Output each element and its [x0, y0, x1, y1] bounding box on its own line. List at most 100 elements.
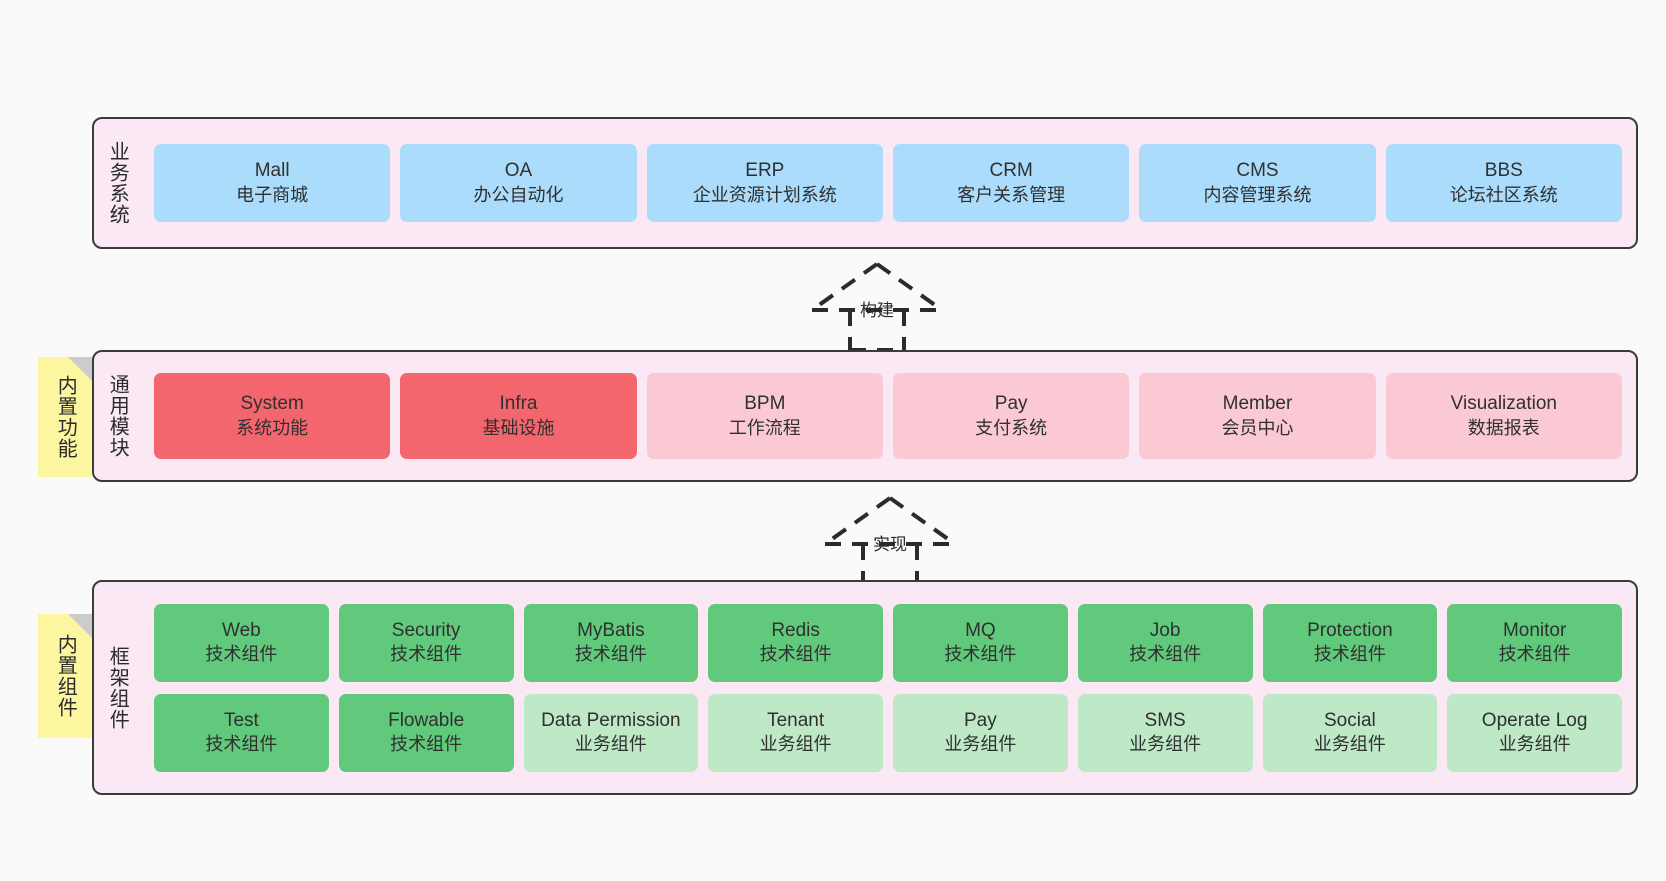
card-operate-log-title: Operate Log — [1481, 709, 1588, 731]
card-visualization-title: Visualization — [1450, 393, 1557, 415]
card-operate-log-desc: 业务组件 — [1498, 734, 1571, 755]
card-security[interactable]: Security 技术组件 — [338, 603, 514, 682]
card-web-desc: 技术组件 — [205, 644, 278, 665]
card-monitor[interactable]: Monitor 技术组件 — [1447, 603, 1622, 682]
card-pay-component-desc: 业务组件 — [944, 734, 1017, 755]
card-flowable[interactable]: Flowable 技术组件 — [338, 693, 514, 772]
connector-implement-label: 实现 — [873, 535, 907, 554]
card-cms-title: CMS — [1236, 160, 1279, 182]
card-bbs[interactable]: BBS 论坛社区系统 — [1385, 144, 1622, 222]
sticky-note-builtin-component-label: 内置组件 — [54, 634, 77, 718]
card-infra-title: Infra — [499, 393, 538, 415]
card-erp-desc: 企业资源计划系统 — [692, 184, 837, 205]
card-job-title: Job — [1149, 619, 1181, 641]
card-security-desc: 技术组件 — [390, 644, 463, 665]
card-web[interactable]: Web 技术组件 — [154, 603, 329, 682]
card-monitor-desc: 技术组件 — [1498, 644, 1571, 665]
card-bpm[interactable]: BPM 工作流程 — [646, 373, 883, 459]
card-protection[interactable]: Protection 技术组件 — [1262, 603, 1438, 682]
card-bbs-title: BBS — [1484, 160, 1523, 182]
card-crm-title: CRM — [989, 160, 1033, 182]
framework-component-row-business: Test 技术组件 Flowable 技术组件 Data Permission … — [154, 693, 1622, 772]
card-cms-desc: 内容管理系统 — [1203, 184, 1312, 205]
connector-build: 构建 — [782, 258, 972, 353]
card-visualization[interactable]: Visualization 数据报表 — [1385, 373, 1622, 459]
card-erp-title: ERP — [745, 160, 785, 182]
card-data-permission[interactable]: Data Permission 业务组件 — [523, 693, 699, 772]
card-job-desc: 技术组件 — [1129, 644, 1202, 665]
card-operate-log[interactable]: Operate Log 业务组件 — [1447, 693, 1622, 772]
card-crm-desc: 客户关系管理 — [957, 184, 1066, 205]
card-mall-title: Mall — [254, 160, 290, 182]
card-mybatis[interactable]: MyBatis 技术组件 — [523, 603, 699, 682]
card-tenant-title: Tenant — [767, 709, 825, 731]
card-mq-desc: 技术组件 — [944, 644, 1017, 665]
sticky-note-builtin-function: 内置功能 — [38, 357, 92, 477]
framework-component-row-technical: Web 技术组件 Security 技术组件 MyBatis 技术组件 Redi… — [154, 603, 1622, 682]
card-bpm-desc: 工作流程 — [728, 417, 801, 438]
card-mq[interactable]: MQ 技术组件 — [893, 603, 1068, 682]
card-redis[interactable]: Redis 技术组件 — [708, 603, 883, 682]
business-system-card-list: Mall 电子商城 OA 办公自动化 ERP 企业资源计划系统 CRM 客户关系… — [140, 119, 1636, 247]
card-pay-component[interactable]: Pay 业务组件 — [893, 693, 1068, 772]
connector-build-label: 构建 — [860, 301, 894, 320]
card-pay-module-desc: 支付系统 — [975, 417, 1048, 438]
card-member-title: Member — [1222, 393, 1293, 415]
card-mybatis-title: MyBatis — [577, 619, 645, 641]
card-oa[interactable]: OA 办公自动化 — [400, 144, 637, 222]
card-social-title: Social — [1324, 709, 1376, 731]
card-mybatis-desc: 技术组件 — [574, 644, 647, 665]
card-flowable-title: Flowable — [388, 709, 465, 731]
card-mall[interactable]: Mall 电子商城 — [154, 144, 391, 222]
layer-framework-component-label: 框架组件 — [106, 645, 129, 730]
card-oa-title: OA — [504, 160, 533, 182]
card-flowable-desc: 技术组件 — [390, 734, 463, 755]
card-system-desc: 系统功能 — [236, 417, 309, 438]
card-job[interactable]: Job 技术组件 — [1077, 603, 1253, 682]
sticky-note-builtin-component: 内置组件 — [38, 614, 92, 738]
card-social[interactable]: Social 业务组件 — [1262, 693, 1438, 772]
card-web-title: Web — [222, 619, 261, 641]
card-test-title: Test — [223, 709, 259, 731]
card-member[interactable]: Member 会员中心 — [1139, 373, 1376, 459]
card-member-desc: 会员中心 — [1221, 417, 1294, 438]
sticky-note-builtin-function-label: 内置功能 — [54, 375, 77, 459]
card-protection-desc: 技术组件 — [1313, 644, 1386, 665]
layer-framework-component: 框架组件 Web 技术组件 Security 技术组件 MyBatis 技术组件… — [92, 580, 1638, 795]
card-mall-desc: 电子商城 — [236, 184, 309, 205]
card-pay-module[interactable]: Pay 支付系统 — [892, 373, 1130, 459]
card-redis-desc: 技术组件 — [759, 644, 832, 665]
card-crm[interactable]: CRM 客户关系管理 — [892, 144, 1130, 222]
card-data-permission-title: Data Permission — [541, 709, 681, 731]
card-bpm-title: BPM — [744, 393, 786, 415]
layer-common-module-label: 通用模块 — [106, 374, 129, 458]
layer-common-module: 通用模块 System 系统功能 Infra 基础设施 BPM 工作流程 Pay… — [92, 350, 1638, 482]
card-system[interactable]: System 系统功能 — [154, 373, 391, 459]
card-sms-desc: 业务组件 — [1129, 734, 1202, 755]
card-security-title: Security — [391, 619, 461, 641]
card-system-title: System — [240, 393, 304, 415]
card-test-desc: 技术组件 — [205, 734, 278, 755]
card-monitor-title: Monitor — [1502, 619, 1567, 641]
card-sms[interactable]: SMS 业务组件 — [1077, 693, 1253, 772]
card-pay-component-title: Pay — [964, 709, 997, 731]
card-visualization-desc: 数据报表 — [1467, 417, 1540, 438]
card-mq-title: MQ — [965, 619, 996, 641]
card-test[interactable]: Test 技术组件 — [154, 693, 329, 772]
card-data-permission-desc: 业务组件 — [574, 734, 647, 755]
card-pay-module-title: Pay — [994, 393, 1028, 415]
card-oa-desc: 办公自动化 — [473, 184, 564, 205]
common-module-card-list: System 系统功能 Infra 基础设施 BPM 工作流程 Pay 支付系统… — [140, 352, 1636, 480]
layer-business-system: 业务系统 Mall 电子商城 OA 办公自动化 ERP 企业资源计划系统 CRM… — [92, 117, 1638, 249]
card-social-desc: 业务组件 — [1313, 734, 1386, 755]
framework-component-card-list: Web 技术组件 Security 技术组件 MyBatis 技术组件 Redi… — [140, 582, 1636, 793]
card-protection-title: Protection — [1307, 619, 1393, 641]
connector-implement: 实现 — [795, 492, 985, 587]
card-erp[interactable]: ERP 企业资源计划系统 — [646, 144, 883, 222]
card-tenant[interactable]: Tenant 业务组件 — [708, 693, 883, 772]
card-cms[interactable]: CMS 内容管理系统 — [1139, 144, 1376, 222]
card-infra[interactable]: Infra 基础设施 — [400, 373, 637, 459]
card-sms-title: SMS — [1144, 709, 1186, 731]
card-tenant-desc: 业务组件 — [759, 734, 832, 755]
card-redis-title: Redis — [771, 619, 820, 641]
